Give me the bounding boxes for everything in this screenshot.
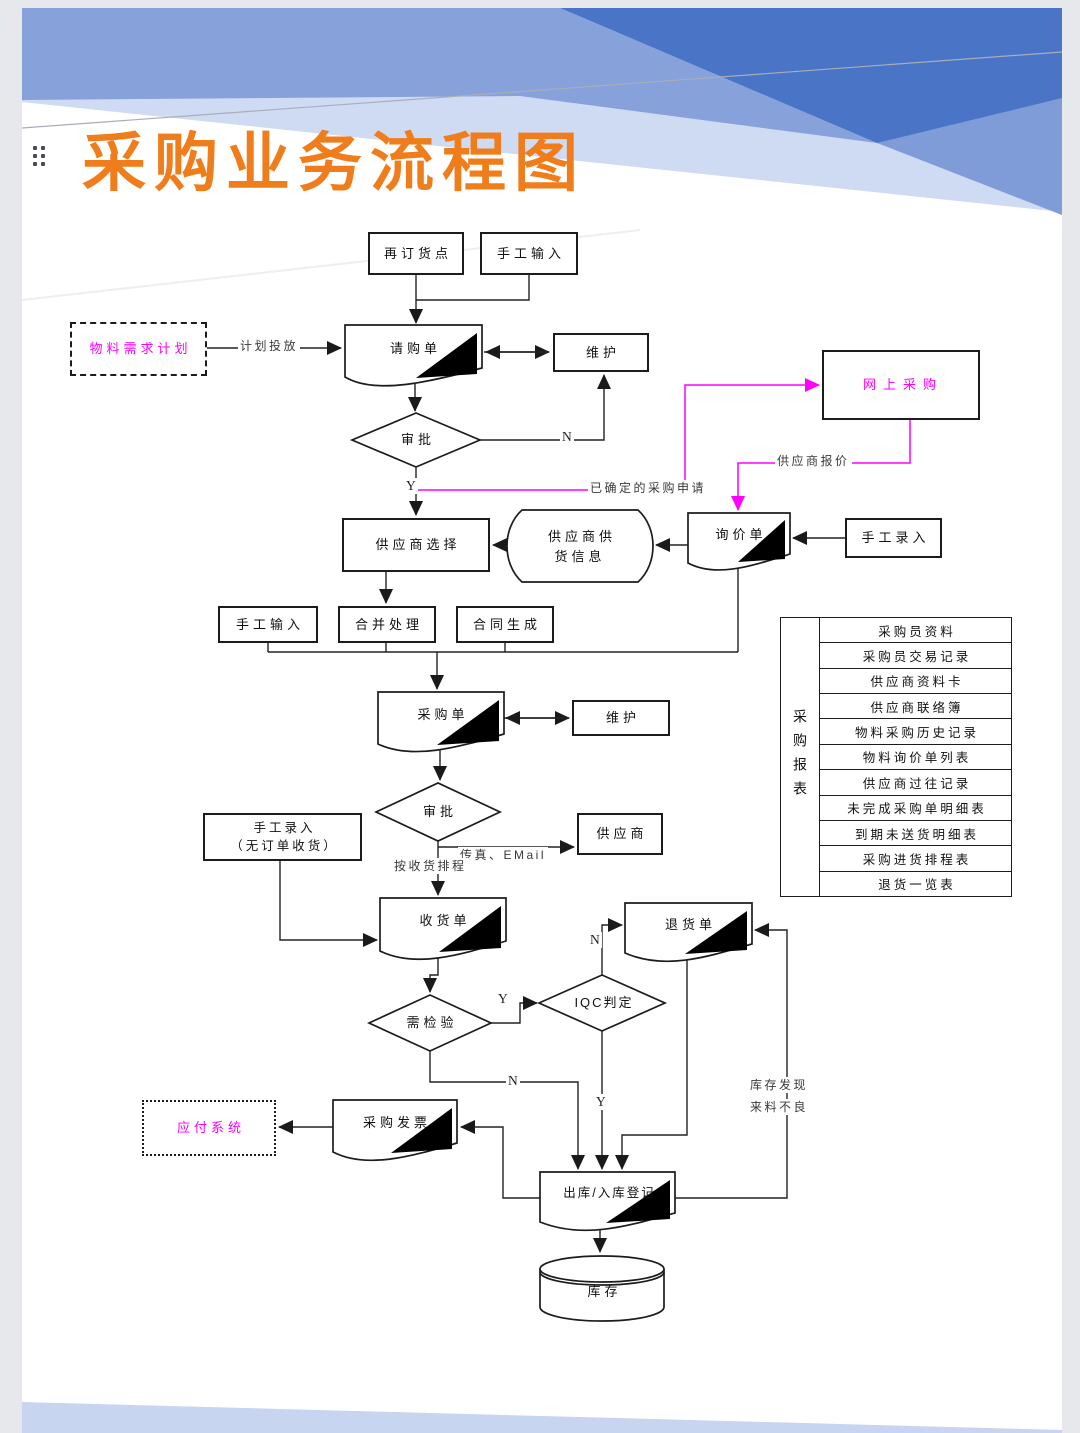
edge-label-supplier-quote: 供应商报价 <box>775 453 852 470</box>
node-inout-register: 出库/入库登记 <box>563 1186 656 1201</box>
node-maintain-1: 维护 <box>553 333 649 372</box>
edge-label-stock-found-1: 库存发现 <box>748 1077 811 1094</box>
report-row: 物料询价单列表 <box>820 743 1011 769</box>
edge-label-y3: Y <box>594 1094 608 1110</box>
edge-label-plan-release: 计划投放 <box>238 338 301 355</box>
report-row: 未完成采购单明细表 <box>820 794 1011 820</box>
node-approve-1: 审批 <box>400 431 435 447</box>
edge-label-stock-found-2: 来料不良 <box>748 1099 811 1116</box>
diamond-need-inspect <box>366 994 494 1052</box>
node-manual-input-2: 手工输入 <box>218 606 318 643</box>
purchasing-reports-header: 采购报表 <box>781 618 820 896</box>
diamond-iqc <box>536 974 668 1032</box>
edge-label-n3: N <box>506 1073 520 1089</box>
report-row: 退货一览表 <box>820 870 1011 896</box>
node-manual-entry-noorder-line2: （无订单收货） <box>230 839 339 853</box>
stored-data-supply-info-shape <box>506 509 654 583</box>
edge-label-receive-schedule: 按收货排程 <box>392 858 469 875</box>
report-row: 供应商联络簿 <box>820 693 1011 718</box>
node-iqc: IQC判定 <box>574 994 634 1010</box>
diamond-approve2 <box>373 782 503 842</box>
node-reorder-point: 再订货点 <box>368 232 464 275</box>
connector-lines <box>207 275 845 1253</box>
node-manual-entry-noorder: 手工录入 （无订单收货） <box>203 813 362 861</box>
purchasing-reports-rows: 采购员资料 采购员交易记录 供应商资料卡 供应商联络簿 物料采购历史记录 物料询… <box>820 618 1011 896</box>
node-return-note: 退货单 <box>664 916 716 932</box>
node-purchase-invoice: 采购发票 <box>362 1114 431 1130</box>
report-row: 采购员交易记录 <box>820 642 1011 667</box>
edge-label-y2: Y <box>496 991 510 1007</box>
viewer-left-margin <box>0 0 22 1433</box>
node-mrp: 物料需求计划 <box>70 322 207 376</box>
report-row: 采购进货排程表 <box>820 845 1011 870</box>
node-approve-2: 审批 <box>422 803 457 819</box>
node-purchase-order: 采购单 <box>417 706 469 722</box>
node-supplier: 供应商 <box>577 813 663 855</box>
report-row: 到期未送货明细表 <box>820 819 1011 845</box>
node-manual-entry-noorder-line1: 手工录入 <box>253 820 316 835</box>
node-inventory: 库存 <box>587 1283 622 1299</box>
node-inquiry: 询价单 <box>715 526 767 542</box>
viewer-right-margin <box>1062 0 1080 1433</box>
node-need-inspect: 需检验 <box>406 1014 458 1030</box>
node-supplier-select: 供应商选择 <box>342 518 490 572</box>
edge-label-fax-email: 传真、EMail <box>458 847 549 864</box>
viewer-top-margin <box>0 0 1080 8</box>
node-online-purchase: 网上采购 <box>822 350 980 420</box>
node-ap-system: 应付系统 <box>142 1100 276 1156</box>
node-maintain-2: 维护 <box>572 700 670 736</box>
edge-label-n1: N <box>560 429 574 445</box>
node-manual-entry-right: 手工录入 <box>845 518 942 558</box>
report-row: 物料采购历史记录 <box>820 718 1011 743</box>
document-corner-triangles <box>391 333 785 1223</box>
node-manual-input-top: 手工输入 <box>480 232 578 275</box>
decision-diamonds <box>349 412 668 1052</box>
drag-handle-icon[interactable] <box>33 146 45 166</box>
page-title: 采购业务流程图 <box>82 127 586 199</box>
inventory-cylinder-shape <box>539 1255 665 1322</box>
report-row: 供应商资料卡 <box>820 667 1011 693</box>
diamond-approve1 <box>349 412 483 468</box>
footer-decoration <box>22 1402 1062 1433</box>
report-row: 供应商过往记录 <box>820 769 1011 794</box>
node-purchase-request: 请购单 <box>389 340 441 356</box>
purchasing-reports-table: 采购报表 采购员资料 采购员交易记录 供应商资料卡 供应商联络簿 物料采购历史记… <box>780 617 1012 897</box>
node-supply-info: 供应商供货信息 <box>547 528 616 564</box>
edge-label-y1: Y <box>404 478 418 494</box>
header-decoration <box>21 8 1063 301</box>
node-merge-process: 合并处理 <box>338 606 436 643</box>
edge-label-n2: N <box>588 932 602 948</box>
node-contract-gen: 合同生成 <box>456 606 554 643</box>
edge-label-confirmed-request: 已确定的采购申请 <box>588 480 709 497</box>
node-receiving-note: 收货单 <box>419 912 471 928</box>
report-row: 采购员资料 <box>878 624 956 639</box>
